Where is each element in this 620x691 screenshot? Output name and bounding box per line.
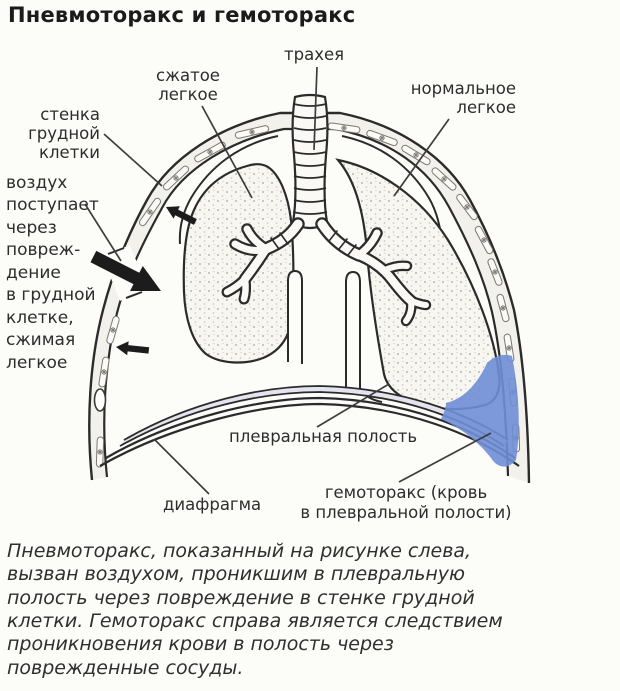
label-air-enters: воздух поступает через повреж- дение в г… <box>6 173 99 373</box>
page-title: Пневмоторакс и гемоторакс <box>8 3 356 27</box>
leader-lines <box>84 66 492 495</box>
label-diaphragm: диафрагма <box>163 495 262 514</box>
trachea-shape <box>291 93 329 230</box>
label-compressed-lung: сжатое легкое <box>156 66 220 105</box>
pressure-arrow-bottom <box>115 340 150 358</box>
label-chest-wall: стенка грудной клетки <box>28 105 100 163</box>
label-normal-lung: нормальное легкое <box>410 79 516 118</box>
leader-pleural-cavity <box>316 383 390 428</box>
bronchi <box>221 217 432 327</box>
leader-chest-wall <box>103 133 163 187</box>
hemothorax-blood <box>441 354 519 467</box>
leader-normal-lung <box>393 118 450 197</box>
leader-compressed-lung <box>201 105 253 199</box>
caption-text: Пневмоторакс, показанный на рисунке слев… <box>7 540 503 679</box>
leader-air <box>84 203 122 262</box>
leader-diaphragm <box>153 438 210 495</box>
label-hemothorax: гемоторакс (кровь в плевральной полости) <box>300 483 512 523</box>
normal-lung-shape <box>335 158 501 411</box>
leader-trachea <box>313 66 318 151</box>
leader-hemothorax <box>398 432 492 483</box>
pleura-arc-left <box>178 135 279 245</box>
rib-oval <box>93 388 107 412</box>
mediastinum-vessels <box>287 269 383 403</box>
compressed-lung-shape <box>182 163 295 364</box>
label-trachea: трахея <box>284 45 345 64</box>
label-pleural-cavity: плевральная полость <box>229 427 418 446</box>
diaphragm-line-bottom <box>99 402 520 467</box>
